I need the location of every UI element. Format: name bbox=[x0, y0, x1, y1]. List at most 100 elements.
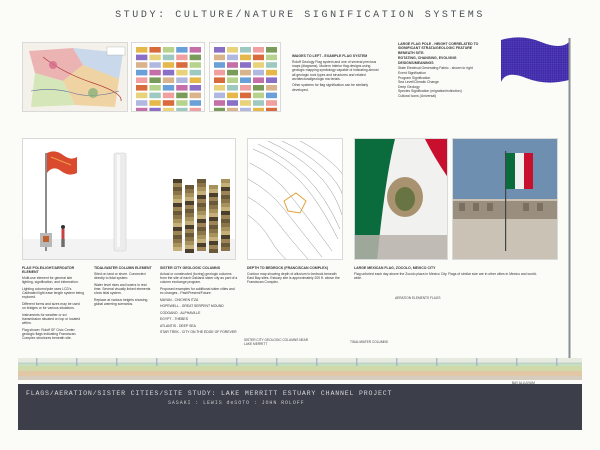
caption-line: Flag unfurled each day above the Zocolo … bbox=[354, 271, 537, 281]
flag-swatch bbox=[149, 54, 161, 61]
pole-list-item: Deep Geology bbox=[398, 84, 420, 89]
geologic-column-band bbox=[185, 209, 194, 213]
flag-swatch bbox=[240, 100, 251, 106]
geologic-column-band bbox=[221, 219, 230, 223]
caption-line: Instruments for weather or sci transmiss… bbox=[22, 312, 81, 326]
geologic-column-band bbox=[209, 233, 218, 237]
strip-note-tidal: TIDAL/WATER COLUMNS bbox=[350, 340, 388, 344]
geologic-column-band bbox=[173, 223, 182, 227]
geologic-column-band bbox=[185, 185, 194, 189]
flag-swatch bbox=[253, 62, 264, 68]
flag-swatch bbox=[227, 47, 238, 53]
geologic-column-band bbox=[197, 239, 206, 243]
flag-swatch bbox=[189, 54, 201, 61]
geologic-column-band bbox=[173, 179, 182, 183]
caption-line: Replace at various heights showing globa… bbox=[94, 297, 148, 306]
caption-line: Proposed examples for additional sister … bbox=[160, 286, 235, 296]
flag-swatch bbox=[214, 47, 225, 53]
geologic-column-band bbox=[209, 189, 218, 193]
pole-list: State Electrical Generating Fabric - sho… bbox=[398, 66, 486, 98]
geologic-column-band bbox=[173, 247, 182, 251]
caption-line: ATLANTIS - DEEP SEA bbox=[160, 323, 196, 328]
flag-swatch bbox=[162, 54, 175, 61]
flag-swatch bbox=[176, 47, 188, 53]
geologic-column-band bbox=[185, 193, 194, 197]
geologic-column-band bbox=[185, 237, 194, 241]
flag-swatch bbox=[136, 92, 148, 99]
geologic-column-band bbox=[173, 203, 182, 207]
strip-element-marker bbox=[156, 358, 158, 366]
footer-bar: FLAGS/AERATION/SISTER CITIES/SITE STUDY:… bbox=[18, 384, 582, 430]
flag-swatch bbox=[227, 107, 238, 111]
flag-swatch bbox=[214, 92, 225, 99]
site-section-strip bbox=[18, 358, 582, 380]
geologic-column-band bbox=[173, 215, 182, 219]
flag-swatch bbox=[266, 107, 277, 111]
caption-heading: TIDAL/WATER COLUMN ELEMENT bbox=[94, 266, 152, 270]
flag-swatch bbox=[266, 69, 277, 76]
geologic-column-band bbox=[197, 243, 206, 247]
caption-heading: DEPTH TO BEDROCK (FRANCISCAN COMPLEX) bbox=[247, 266, 329, 270]
flag-swatch bbox=[136, 77, 148, 83]
pole-list-item: Sea Level/Climatic Change bbox=[398, 80, 439, 85]
strip-element-marker bbox=[316, 358, 318, 366]
geologic-column-band bbox=[197, 203, 206, 207]
caption-line: Contour map showing depth of alluvium to… bbox=[247, 271, 340, 285]
large-pole-caption: LARGE FLAG POLE - HEIGHT CORRELATED TO S… bbox=[398, 42, 486, 99]
flag-swatch bbox=[240, 54, 251, 61]
geologic-column-band bbox=[221, 199, 230, 203]
geologic-column-band bbox=[197, 247, 206, 251]
geologic-column-band bbox=[185, 245, 194, 249]
flag-swatch bbox=[176, 69, 188, 76]
caption-heading: FLAG POLE/LIGHT/AEROATOR ELEMENT bbox=[22, 266, 75, 275]
geologic-column-band bbox=[221, 227, 230, 231]
bay-alluvium-label: BAY ALLUVIUM bbox=[512, 381, 535, 385]
flag-swatch bbox=[162, 77, 175, 83]
geologic-column-band bbox=[221, 207, 230, 211]
pole-list-item: Event Signification bbox=[398, 71, 426, 76]
flag-swatch bbox=[149, 77, 161, 83]
geologic-column-band bbox=[173, 207, 182, 211]
flag-swatch bbox=[214, 62, 225, 68]
flag-swatch bbox=[266, 92, 277, 99]
strip-element-marker bbox=[36, 358, 38, 366]
flag-swatch bbox=[240, 85, 251, 91]
zocalo-plaza-photo bbox=[452, 138, 558, 260]
flag-swatch bbox=[227, 77, 238, 83]
geologic-column-band bbox=[221, 195, 230, 199]
flag-swatch bbox=[176, 107, 188, 111]
flag-swatch bbox=[162, 47, 175, 53]
flag-swatch bbox=[214, 54, 225, 61]
caption-line: Water level rises and lowers in real tim… bbox=[94, 282, 151, 296]
flag-swatch bbox=[240, 62, 251, 68]
flag-swatch bbox=[253, 77, 264, 83]
flag-swatch bbox=[253, 92, 264, 99]
strip-element-marker bbox=[236, 358, 238, 366]
footer-title: FLAGS/AERATION/SISTER CITIES/SITE STUDY:… bbox=[26, 390, 393, 397]
geologic-column-band bbox=[173, 195, 182, 199]
flag-swatch bbox=[253, 69, 264, 76]
strip-element-marker bbox=[276, 358, 278, 366]
geologic-column-band bbox=[209, 241, 218, 245]
strip-element-marker bbox=[356, 358, 358, 366]
flag-swatch bbox=[266, 54, 277, 61]
flag-swatch bbox=[214, 85, 225, 91]
geologic-column-band bbox=[209, 221, 218, 225]
geologic-column-band bbox=[173, 183, 182, 187]
flag-swatch bbox=[176, 62, 188, 68]
caption-line: MAYAN - CHICHEN ITZA bbox=[160, 297, 199, 302]
flag-swatch bbox=[149, 107, 161, 111]
flag-swatch bbox=[227, 92, 238, 99]
caption-line: EGYPT - THEBES bbox=[160, 317, 188, 322]
geologic-column-band bbox=[221, 191, 230, 195]
geologic-column-band bbox=[209, 229, 218, 233]
images-left-caption: IMAGES TO LEFT - EXAMPLE FLAG SYSTEM Rol… bbox=[292, 54, 379, 92]
geologic-column-band bbox=[197, 191, 206, 195]
geologic-column-band bbox=[197, 215, 206, 219]
caption-line: STAR TREK - CITY ON THE EDGE OF FOREVER bbox=[160, 330, 237, 335]
flag-swatch bbox=[240, 107, 251, 111]
geologic-column-band bbox=[185, 205, 194, 209]
flag-swatch bbox=[176, 54, 188, 61]
geologic-column-band bbox=[221, 247, 230, 251]
flag-swatch bbox=[253, 54, 264, 61]
